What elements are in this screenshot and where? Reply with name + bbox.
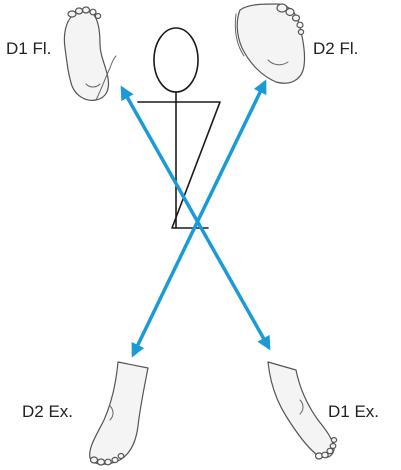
arrow-d1-diagonal <box>122 88 269 348</box>
arrow-d2-diagonal <box>133 82 265 355</box>
foot-d2-extension-icon <box>90 362 148 465</box>
label-d1-extension: D1 Ex. <box>328 403 379 420</box>
foot-d2-flexion-icon <box>235 4 304 83</box>
foot-d1-extension-icon <box>268 362 337 459</box>
foot-d1-flexion-icon <box>64 7 116 100</box>
label-d2-flexion: D2 Fl. <box>313 40 358 57</box>
label-d2-extension: D2 Ex. <box>22 403 73 420</box>
label-d1-flexion: D1 Fl. <box>6 40 51 57</box>
diagonal-arrows <box>122 82 269 355</box>
